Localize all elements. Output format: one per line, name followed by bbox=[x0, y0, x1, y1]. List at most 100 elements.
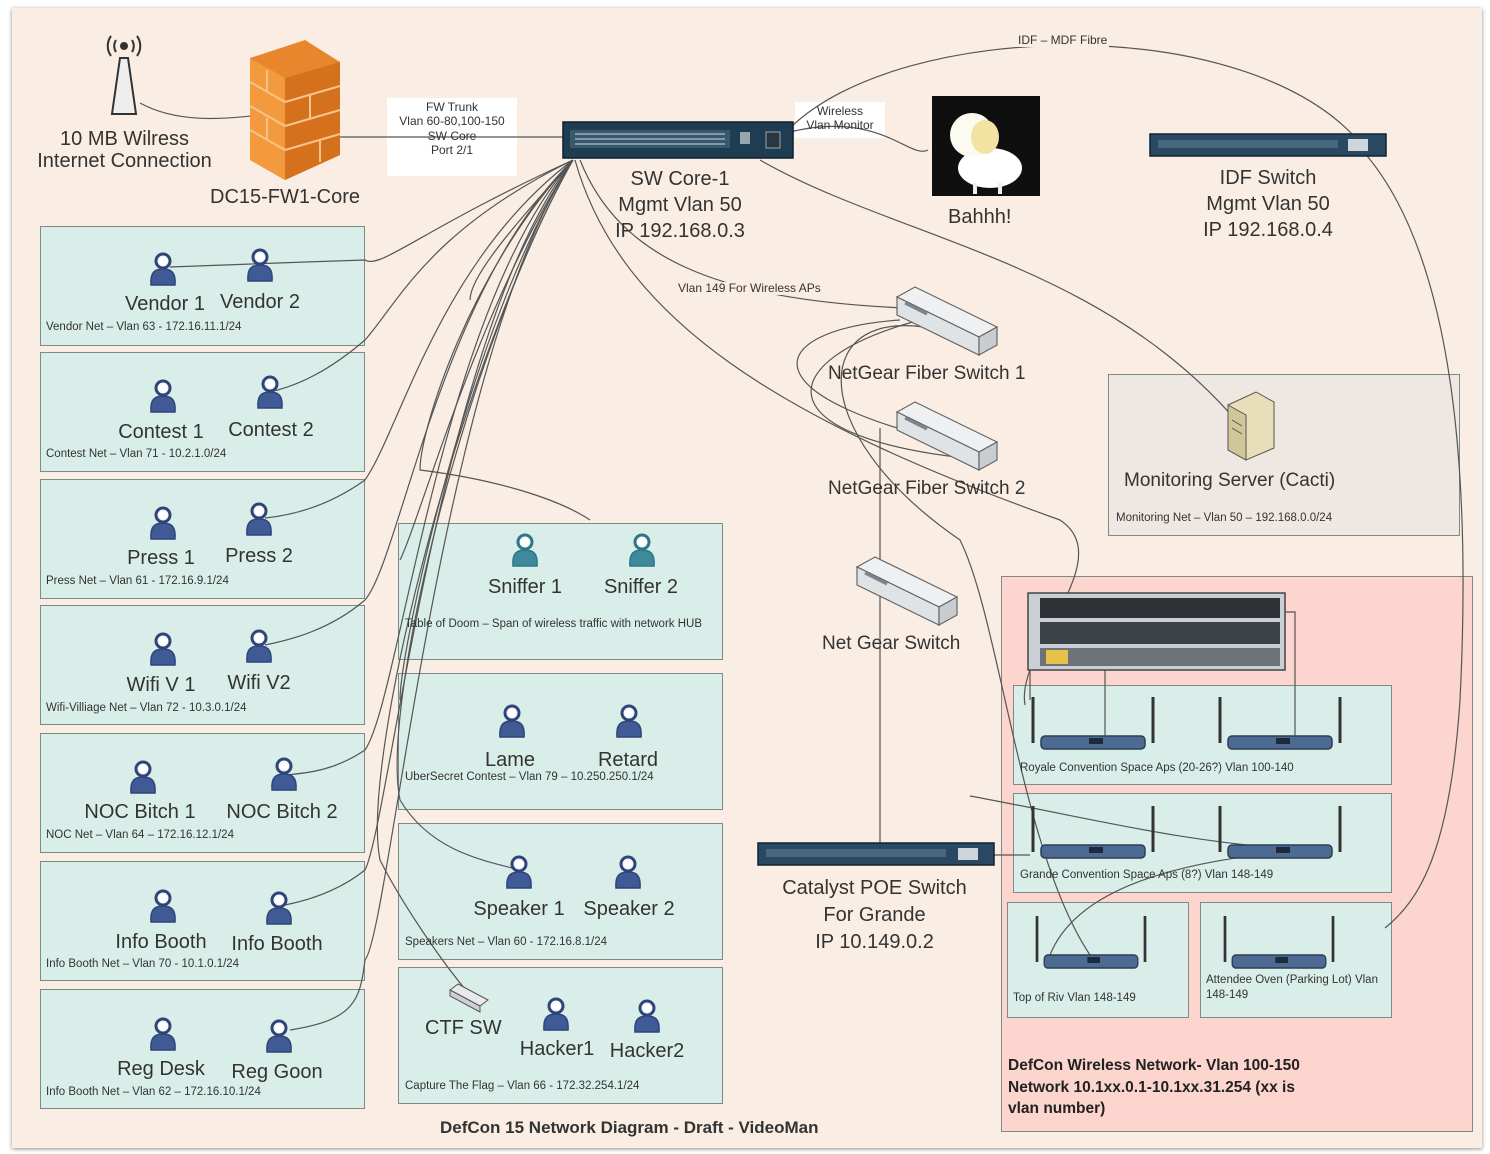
net-label-speakers: Speakers Net – Vlan 60 - 172.16.8.1/24 bbox=[405, 936, 608, 948]
catalyst-label-line3: IP 10.149.0.2 bbox=[815, 931, 934, 953]
netgear-switch-1 bbox=[895, 285, 999, 357]
net-label-press: Press Net – Vlan 61 - 172.16.9.1/24 bbox=[46, 575, 229, 587]
idf-label-line1: IDF Switch bbox=[1219, 167, 1317, 189]
ap-icon-royale-2 bbox=[1218, 695, 1342, 751]
net-label-sniffer: Table of Doom – Span of wireless traffic… bbox=[405, 618, 702, 630]
net-label-contest: Contest Net – Vlan 71 - 10.2.1.0/24 bbox=[46, 448, 227, 460]
wireless-monitor-line2: Vlan Monitor bbox=[806, 118, 874, 133]
diagram-footer-title: DefCon 15 Network Diagram - Draft - Vide… bbox=[440, 1118, 819, 1137]
idf-switch bbox=[1149, 133, 1387, 157]
ap-label-riv: Top of Riv Vlan 148-149 bbox=[1013, 992, 1136, 1004]
user-icon-vendor-1 bbox=[149, 252, 177, 287]
user-label-noc-2: NOC Bitch 2 bbox=[226, 801, 338, 823]
ap-icon-grande-2 bbox=[1218, 804, 1342, 860]
user-label-speaker-1: Speaker 1 bbox=[473, 898, 565, 920]
user-label-wifi-2: Wifi V2 bbox=[227, 672, 291, 694]
ap-box-royale bbox=[1013, 685, 1392, 785]
user-label-contest-1: Contest 1 bbox=[118, 421, 204, 443]
group-box-noc bbox=[40, 733, 365, 853]
net-label-noc: NOC Net – Vlan 64 – 172.16.12.1/24 bbox=[46, 829, 234, 841]
group-box-wifi bbox=[40, 605, 365, 725]
ctf-switch-icon bbox=[449, 983, 489, 1013]
monitoring-net-label: Monitoring Net – Vlan 50 – 192.168.0.0/2… bbox=[1116, 512, 1333, 524]
internet-label-line2: Internet Connection bbox=[37, 150, 212, 173]
user-label-press-1: Press 1 bbox=[127, 547, 195, 569]
idf-mdf-label: IDF – MDF Fibre bbox=[1016, 33, 1110, 48]
user-label-contest-2: Contest 2 bbox=[228, 419, 314, 441]
user-label-noc-1: NOC Bitch 1 bbox=[84, 801, 196, 823]
user-icon-vendor-2 bbox=[246, 248, 274, 283]
wireless-monitor-label: Wireless Vlan Monitor bbox=[795, 104, 885, 133]
sheep-photo bbox=[932, 96, 1040, 196]
net-label-vendor: Vendor Net – Vlan 63 - 172.16.11.1/24 bbox=[46, 321, 242, 333]
ap-label-attendee: Attendee Oven (Parking Lot) Vlan 148-149 bbox=[1206, 974, 1378, 1001]
wireless-note-line3: vlan number) bbox=[1008, 1100, 1106, 1118]
netgear-switch-2 bbox=[895, 400, 999, 472]
fw-trunk-line3: SW Core bbox=[427, 128, 477, 143]
netgear-switch-2-label: NetGear Fiber Switch 2 bbox=[828, 478, 1026, 499]
netgear-switch-3 bbox=[855, 555, 959, 627]
user-icon-sniffer-1 bbox=[511, 533, 539, 568]
user-label-wifi-1: Wifi V 1 bbox=[126, 674, 196, 696]
net-label-reg: Info Booth Net – Vlan 62 – 172.16.10.1/2… bbox=[46, 1086, 261, 1098]
group-box-press bbox=[40, 479, 365, 599]
user-icon-info-2 bbox=[265, 891, 293, 926]
group-box-contest bbox=[40, 352, 365, 472]
internet-label-line1: 10 MB Wilress bbox=[60, 128, 189, 150]
fw-trunk-label: FW Trunk Vlan 60-80,100-150 SW Core Port… bbox=[387, 100, 517, 158]
user-icon-sniffer-2 bbox=[628, 533, 656, 568]
firewall-label: DC15-FW1-Core bbox=[210, 186, 361, 208]
group-box-speakers bbox=[398, 823, 723, 960]
net-label-uber: UberSecret Contest – Vlan 79 – 10.250.25… bbox=[405, 771, 654, 783]
user-label-speaker-2: Speaker 2 bbox=[583, 898, 675, 920]
catalyst-label-line1: Catalyst POE Switch bbox=[782, 877, 967, 899]
net-label-info-booth: Info Booth Net – Vlan 70 - 10.1.0.1/24 bbox=[46, 958, 240, 970]
fw-trunk-line4: Port 2/1 bbox=[430, 143, 474, 158]
idf-switch-label: IDF Switch Mgmt Vlan 50 IP 192.168.0.4 bbox=[1170, 165, 1366, 243]
monitoring-server-label: Monitoring Server (Cacti) bbox=[1124, 470, 1336, 491]
ap-icon-royale-1 bbox=[1031, 695, 1155, 751]
user-label-reg-1: Reg Desk bbox=[117, 1058, 205, 1080]
ap-icon-grande-1 bbox=[1031, 804, 1155, 860]
group-box-info-booth bbox=[40, 861, 365, 981]
user-icon-speaker-1 bbox=[505, 855, 533, 890]
user-label-info-2: Info Booth bbox=[231, 933, 323, 955]
user-icon-contest-2 bbox=[256, 375, 284, 410]
user-icon-speaker-2 bbox=[614, 855, 642, 890]
server-icon bbox=[1227, 391, 1275, 461]
user-label-info-1: Info Booth bbox=[115, 931, 207, 953]
ap-box-grande bbox=[1013, 793, 1392, 893]
user-icon-reg-2 bbox=[265, 1019, 293, 1054]
internet-label: 10 MB Wilress Internet Connection bbox=[22, 128, 227, 173]
user-label-hacker-2: Hacker2 bbox=[609, 1040, 685, 1062]
user-icon-contest-1 bbox=[149, 379, 177, 414]
user-icon-wifi-2 bbox=[245, 629, 273, 664]
ap-label-royale: Royale Convention Space Aps (20-26?) Vla… bbox=[1020, 762, 1294, 774]
fw-trunk-line1: FW Trunk bbox=[425, 100, 478, 114]
user-label-retard: Retard bbox=[597, 749, 659, 771]
user-label-vendor-1: Vendor 1 bbox=[124, 293, 206, 315]
core-label-line2: Mgmt Vlan 50 bbox=[618, 194, 742, 216]
catalyst-switch bbox=[757, 842, 995, 866]
netgear-switch-3-label: Net Gear Switch bbox=[822, 633, 961, 654]
idf-label-line3: IP 192.168.0.4 bbox=[1203, 219, 1333, 241]
idf-label-line2: Mgmt Vlan 50 bbox=[1206, 193, 1330, 215]
wireless-network-note: DefCon Wireless Network- Vlan 100-150 Ne… bbox=[1008, 1055, 1300, 1120]
group-box-reg bbox=[40, 989, 365, 1109]
ctf-switch-label: CTF SW bbox=[425, 1017, 502, 1039]
firewall-icon bbox=[249, 40, 341, 180]
sheep-label: Bahhh! bbox=[948, 206, 1012, 228]
wireless-note-line1: DefCon Wireless Network- Vlan 100-150 bbox=[1008, 1057, 1300, 1074]
user-icon-press-2 bbox=[245, 502, 273, 537]
user-label-vendor-2: Vendor 2 bbox=[219, 291, 301, 313]
user-icon-wifi-1 bbox=[149, 632, 177, 667]
wireless-antenna bbox=[106, 35, 142, 115]
user-icon-info-1 bbox=[149, 889, 177, 924]
wireless-monitor-line1: Wireless bbox=[816, 104, 863, 118]
vlan149-label: Vlan 149 For Wireless APs bbox=[676, 281, 823, 296]
group-box-sniffer bbox=[398, 523, 723, 660]
core-label-line3: IP 192.168.0.3 bbox=[615, 220, 745, 242]
user-icon-reg-1 bbox=[149, 1017, 177, 1052]
